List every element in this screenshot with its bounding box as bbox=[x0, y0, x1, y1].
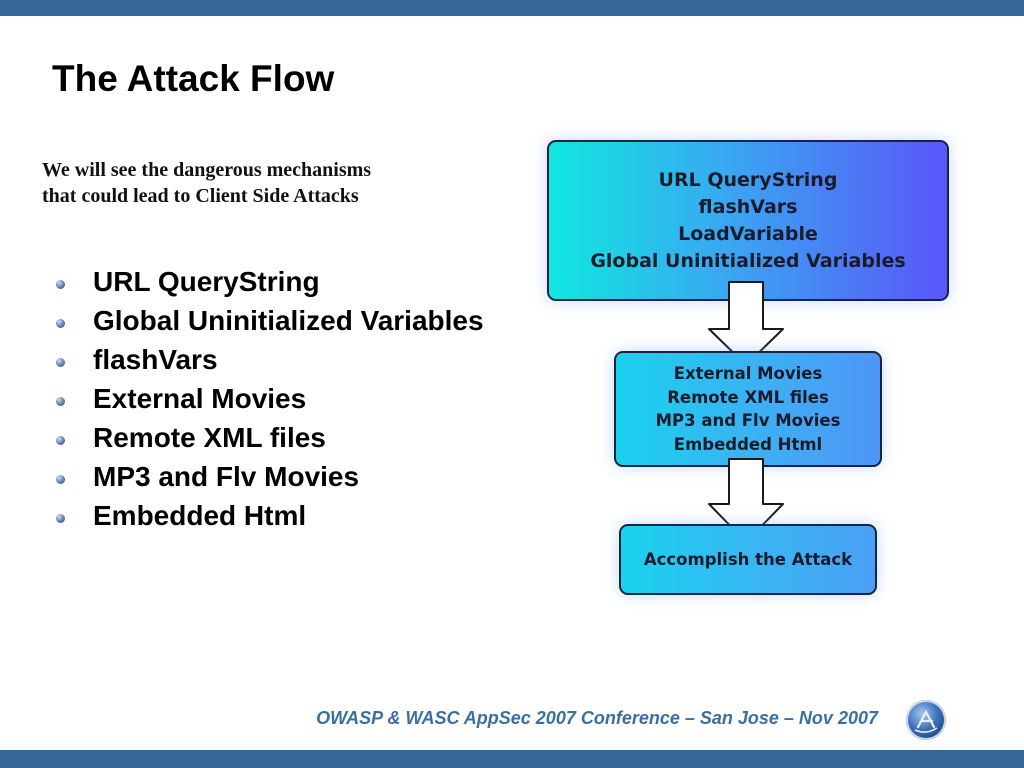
flow-box-mechanisms: External Movies Remote XML files MP3 and… bbox=[614, 351, 882, 467]
bullet-text: External Movies bbox=[93, 383, 307, 414]
flow-box-line: Embedded Html bbox=[673, 434, 823, 454]
flow-box-line: Global Uninitialized Variables bbox=[590, 249, 906, 272]
bullet-item: External Movies bbox=[56, 379, 484, 418]
flow-arrow-1 bbox=[708, 281, 784, 366]
bullet-icon bbox=[56, 319, 65, 328]
flow-box-attack: Accomplish the Attack bbox=[619, 524, 877, 595]
bullet-text: Remote XML files bbox=[93, 422, 326, 453]
bullet-list: URL QueryString Global Uninitialized Var… bbox=[56, 262, 484, 535]
bullet-item: Remote XML files bbox=[56, 418, 484, 457]
bullet-text: MP3 and Flv Movies bbox=[93, 461, 360, 492]
flow-box-line: Accomplish the Attack bbox=[643, 550, 853, 569]
bullet-icon bbox=[56, 475, 65, 484]
flow-box-line: flashVars bbox=[698, 195, 798, 218]
bottom-bar bbox=[0, 750, 1024, 768]
bullet-item: MP3 and Flv Movies bbox=[56, 457, 484, 496]
bullet-text: Global Uninitialized Variables bbox=[93, 305, 484, 336]
flow-box-line: LoadVariable bbox=[678, 222, 818, 245]
top-bar bbox=[0, 0, 1024, 16]
slide-subtitle: We will see the dangerous mechanisms tha… bbox=[42, 157, 512, 209]
bullet-item: Global Uninitialized Variables bbox=[56, 301, 484, 340]
flow-box-line: URL QueryString bbox=[658, 168, 838, 191]
flow-box-line: Remote XML files bbox=[667, 387, 829, 407]
bullet-item: flashVars bbox=[56, 340, 484, 379]
logo-mark bbox=[914, 709, 938, 733]
owasp-logo-icon bbox=[906, 700, 946, 740]
bullet-icon bbox=[56, 397, 65, 406]
subtitle-line: We will see the dangerous mechanisms bbox=[42, 159, 372, 181]
flow-box-sources: URL QueryString flashVars LoadVariable G… bbox=[547, 140, 949, 301]
slide-title: The Attack Flow bbox=[52, 58, 335, 99]
bullet-icon bbox=[56, 358, 65, 367]
flow-arrow-2 bbox=[708, 458, 784, 543]
bullet-item: Embedded Html bbox=[56, 496, 484, 535]
flow-box-line: External Movies bbox=[673, 364, 823, 383]
bullet-icon bbox=[56, 514, 65, 523]
footer-text: OWASP & WASC AppSec 2007 Conference – Sa… bbox=[316, 708, 878, 728]
bullet-item: URL QueryString bbox=[56, 262, 484, 301]
bullet-text: flashVars bbox=[93, 344, 218, 375]
bullet-icon bbox=[56, 280, 65, 289]
flow-box-line: MP3 and Flv Movies bbox=[655, 411, 841, 430]
bullet-text: Embedded Html bbox=[93, 500, 307, 531]
bullet-icon bbox=[56, 436, 65, 445]
bullet-text: URL QueryString bbox=[93, 266, 320, 297]
subtitle-line: that could lead to Client Side Attacks bbox=[42, 185, 359, 207]
